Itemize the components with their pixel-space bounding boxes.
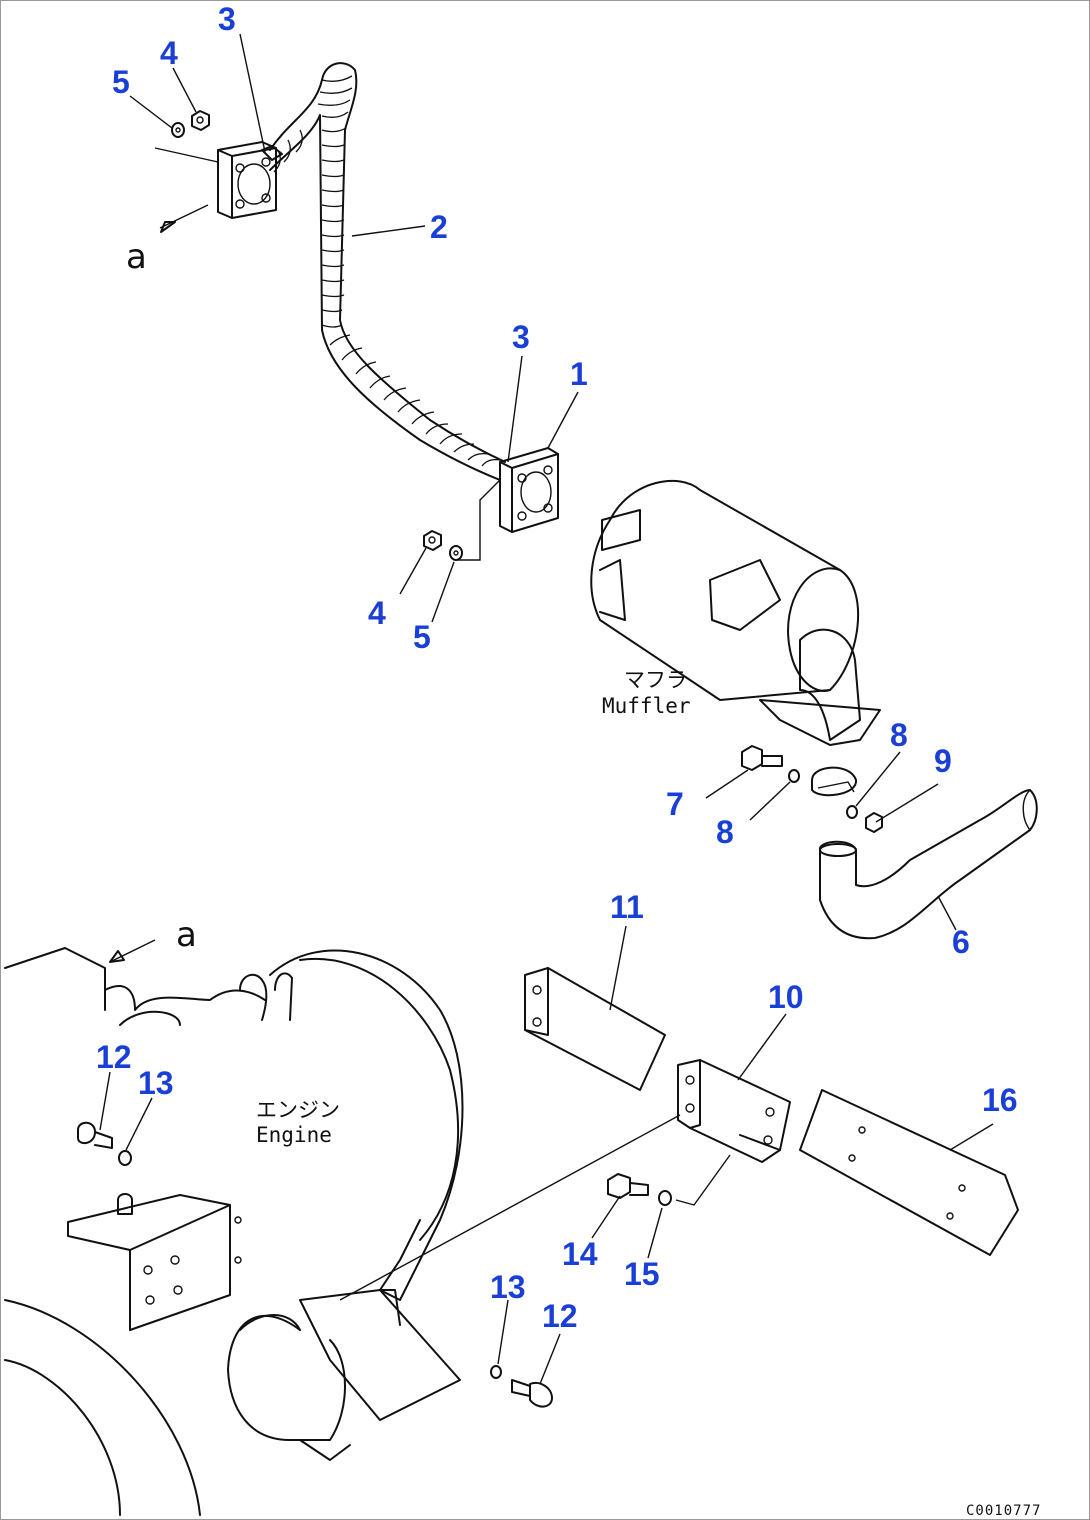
- muffler-label-jp: マフラ: [624, 668, 687, 692]
- callout-3-top: 3: [218, 1, 236, 37]
- cover-11: [524, 967, 666, 1091]
- callout-5-lower: 5: [413, 619, 431, 655]
- tail-pipe: [819, 789, 1038, 940]
- callout-4-lower: 4: [368, 595, 386, 631]
- callout-11: 11: [610, 889, 644, 925]
- bolt-washer-14-15: [607, 1154, 731, 1206]
- plate-16: [799, 1089, 1019, 1256]
- callout-3-lower: 3: [512, 319, 530, 355]
- flexible-hose: [269, 62, 506, 481]
- callout-8-left: 8: [716, 814, 734, 850]
- callouts: 3 4 5 2 3 1 4 5 8 9 7 8 6 11 10 16 12 13…: [96, 1, 1018, 1334]
- left-bolt-washer: [77, 1121, 132, 1166]
- callout-14: 14: [562, 1236, 598, 1272]
- callout-13-bottom: 13: [490, 1269, 526, 1305]
- view-a-label-bottom: a: [176, 915, 197, 955]
- lower-flange: [458, 447, 559, 561]
- muffler-label-en: Muffler: [602, 694, 691, 718]
- callout-9: 9: [934, 743, 952, 779]
- callout-7: 7: [666, 786, 684, 822]
- view-a-arrowhead-bottom: [109, 950, 125, 963]
- drawing-code: C0010777: [966, 1503, 1041, 1519]
- callout-1: 1: [570, 356, 588, 392]
- callout-8-right: 8: [890, 717, 908, 753]
- leader-lines: [99, 33, 994, 1385]
- engine-label-en: Engine: [256, 1123, 332, 1147]
- lower-nut-washer: [423, 530, 463, 561]
- callout-15: 15: [624, 1256, 660, 1292]
- engine: [4, 947, 681, 1516]
- engine-label-jp: エンジン: [256, 1098, 340, 1122]
- bottom-bolt-washer: [490, 1365, 553, 1408]
- callout-10: 10: [768, 979, 804, 1015]
- view-a-label-top: a: [126, 237, 147, 277]
- callout-2: 2: [430, 209, 448, 245]
- muffler-clamp-set: [741, 745, 883, 833]
- upper-nut-washer: [154, 110, 219, 233]
- muffler: [590, 479, 881, 746]
- bracket-10: [677, 1059, 791, 1163]
- upper-flange: [217, 141, 283, 219]
- callout-13-left: 13: [138, 1065, 174, 1101]
- view-a-arrow-bottom: [109, 939, 156, 963]
- callout-6: 6: [952, 924, 970, 960]
- callout-5-top: 5: [112, 64, 130, 100]
- callout-12-bottom: 12: [542, 1298, 578, 1334]
- callout-12-left: 12: [96, 1039, 132, 1075]
- callout-16: 16: [982, 1082, 1018, 1118]
- callout-4-top: 4: [160, 35, 178, 71]
